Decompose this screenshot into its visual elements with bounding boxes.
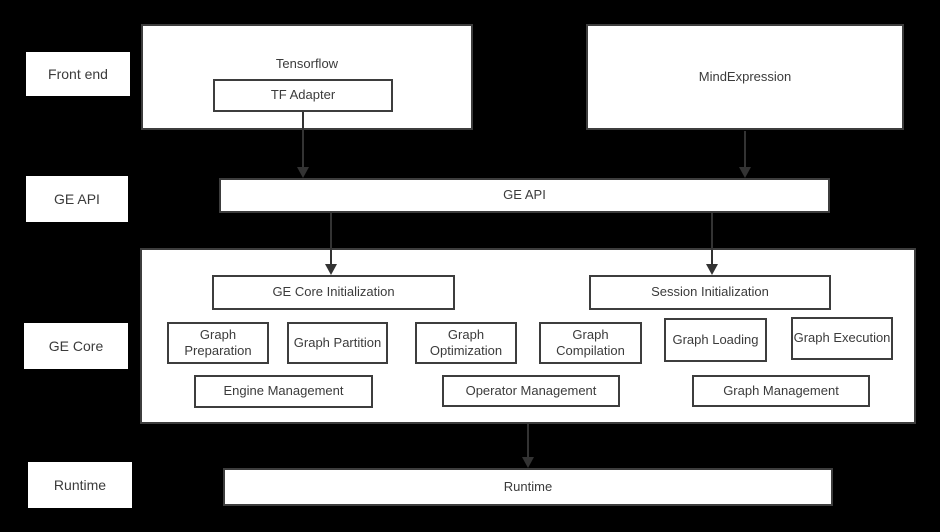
- arrow-line: [527, 424, 529, 457]
- rail-label-runtime: Runtime: [28, 462, 132, 508]
- arrow-line: [711, 213, 713, 264]
- graph-management-box: Graph Management: [692, 375, 870, 407]
- session-initialization-box: Session Initialization: [589, 275, 831, 310]
- graph-optimization-box: Graph Optimization: [415, 322, 517, 364]
- rail-label-ge-api: GE API: [26, 176, 128, 222]
- engine-management-box: Engine Management: [194, 375, 373, 408]
- rail-label-front-end: Front end: [26, 52, 130, 96]
- graph-loading-box: Graph Loading: [664, 318, 767, 362]
- graph-preparation-box: Graph Preparation: [167, 322, 269, 364]
- arrow-line: [744, 131, 746, 167]
- ge-api-bar: GE API: [219, 178, 830, 213]
- arrow-ge-core-to-runtime: [522, 424, 534, 468]
- graph-partition-box: Graph Partition: [287, 322, 388, 364]
- arrow-tf-adapter-to-ge-api: [297, 112, 309, 178]
- graph-execution-box: Graph Execution: [791, 317, 893, 360]
- arrow-head-icon: [739, 167, 751, 178]
- tensorflow-label: Tensorflow: [275, 56, 339, 71]
- arrow-line: [330, 213, 332, 264]
- arrow-head-icon: [706, 264, 718, 275]
- arrow-ge-api-to-session-initialization: [706, 213, 718, 275]
- ge-core-initialization-box: GE Core Initialization: [212, 275, 455, 310]
- mindexpression-box: MindExpression: [586, 24, 904, 130]
- arrow-head-icon: [325, 264, 337, 275]
- arrow-line: [302, 112, 304, 167]
- operator-management-box: Operator Management: [442, 375, 620, 407]
- arrow-head-icon: [297, 167, 309, 178]
- arrow-mindexpression-to-ge-api: [739, 131, 751, 178]
- arrow-head-icon: [522, 457, 534, 468]
- runtime-bar: Runtime: [223, 468, 833, 506]
- tf-adapter-box: TF Adapter: [213, 79, 393, 112]
- arrow-ge-api-to-ge-core-initialization: [325, 213, 337, 275]
- rail-label-ge-core: GE Core: [24, 323, 128, 369]
- graph-compilation-box: Graph Compilation: [539, 322, 642, 364]
- tensorflow-box: Tensorflow: [141, 24, 473, 130]
